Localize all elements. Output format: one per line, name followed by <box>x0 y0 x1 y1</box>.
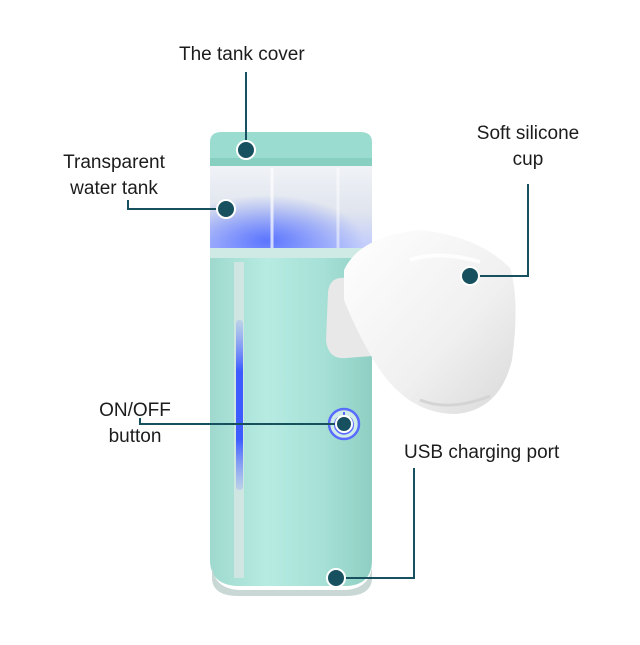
usb-port-dot <box>326 568 346 588</box>
leader-lines <box>127 72 529 579</box>
label-tank-cover: The tank cover <box>179 44 305 65</box>
label-onoff: ON/OFF button <box>88 398 182 450</box>
tank-cover-dot <box>236 140 256 160</box>
label-water-tank: Transparent water tank <box>54 150 174 202</box>
onoff-leader <box>139 418 344 425</box>
water-tank-dot <box>216 199 236 219</box>
silicone-cup-dot <box>460 266 480 286</box>
label-silicone-cup: Soft silicone cup <box>466 121 590 173</box>
label-water-tank-line1: Transparent <box>63 152 165 173</box>
leader-dots <box>216 140 480 588</box>
label-usb-port: USB charging port <box>404 442 560 463</box>
water-tank-leader <box>127 200 226 210</box>
label-water-tank-line2: water tank <box>70 178 158 199</box>
usb-port-leader <box>336 468 415 579</box>
label-onoff-line1: ON/OFF <box>99 400 171 421</box>
label-silicone-cup-line2: cup <box>512 149 544 170</box>
tank-cover <box>210 132 372 166</box>
onoff-dot <box>335 415 353 433</box>
label-onoff-line2: button <box>108 426 162 447</box>
label-silicone-cup-line1: Soft silicone <box>476 123 580 144</box>
water-tank <box>210 160 372 258</box>
silicone-cup-leader <box>470 184 529 277</box>
